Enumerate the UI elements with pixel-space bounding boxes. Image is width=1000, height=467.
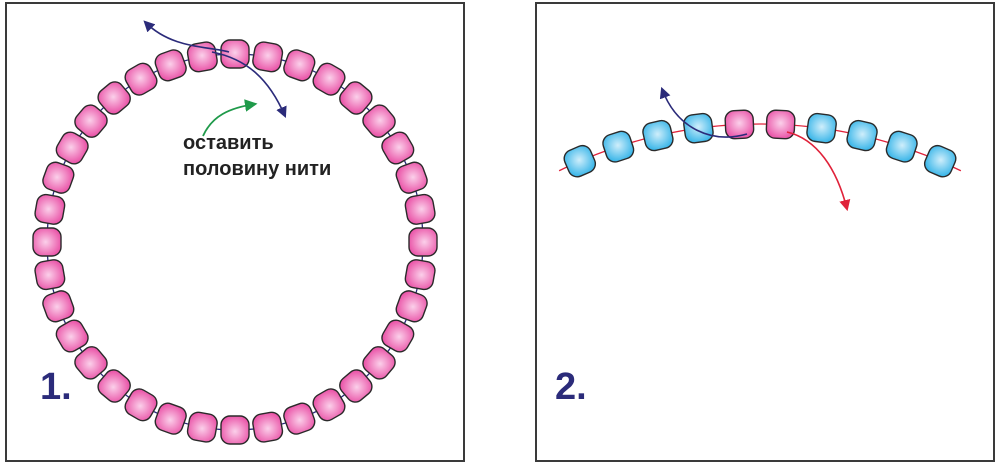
bead xyxy=(186,41,218,73)
bead xyxy=(381,319,415,353)
bead xyxy=(312,388,346,422)
bead xyxy=(563,144,597,178)
bead xyxy=(283,49,316,82)
thread-end-arrow xyxy=(786,131,851,212)
bead xyxy=(395,290,428,323)
thread-ring xyxy=(46,53,424,431)
bead xyxy=(74,104,108,138)
bead xyxy=(381,131,415,165)
thread-end-arrow xyxy=(143,20,230,53)
bead xyxy=(97,81,131,115)
bead xyxy=(42,290,75,323)
bead xyxy=(220,415,250,445)
bead xyxy=(283,402,316,435)
bead xyxy=(55,131,89,165)
bead xyxy=(124,388,158,422)
bead xyxy=(55,319,89,353)
bead xyxy=(642,119,674,152)
bead xyxy=(186,411,218,443)
bead xyxy=(339,369,373,403)
bead xyxy=(34,259,66,291)
bead xyxy=(404,193,436,225)
bead xyxy=(846,119,878,152)
bead xyxy=(362,346,396,380)
bead xyxy=(765,109,796,140)
thread-end-arrow xyxy=(211,51,287,119)
bead xyxy=(923,144,957,178)
bead xyxy=(806,112,837,144)
bead xyxy=(34,193,66,225)
bead xyxy=(885,130,918,163)
bead-arc-diagram xyxy=(558,86,962,212)
bead xyxy=(395,161,428,194)
note-line-2: половину нити xyxy=(183,158,332,180)
note-line-1: оставить xyxy=(183,132,274,154)
bead-ring-diagram xyxy=(32,20,438,445)
bead xyxy=(408,227,438,257)
bead xyxy=(74,346,108,380)
bead xyxy=(404,259,436,291)
bead xyxy=(312,62,346,96)
bead xyxy=(602,130,635,163)
bead xyxy=(683,112,714,144)
bead xyxy=(42,161,75,194)
note-pointer-arrow xyxy=(202,99,258,137)
bead xyxy=(362,104,396,138)
bead xyxy=(154,49,187,82)
bead xyxy=(97,369,131,403)
bead xyxy=(339,81,373,115)
bead xyxy=(252,411,284,443)
thread-end-arrow xyxy=(659,86,748,138)
step-2-panel: 2. xyxy=(535,2,995,462)
bead xyxy=(154,402,187,435)
bead xyxy=(124,62,158,96)
thread-note: оставить половину нити xyxy=(183,130,331,182)
step-2-number: 2. xyxy=(555,366,587,408)
bead xyxy=(252,41,284,73)
bead xyxy=(724,109,755,140)
step-1-panel: оставить половину нити 1. xyxy=(5,2,465,462)
bead xyxy=(32,227,62,257)
step-1-number: 1. xyxy=(40,366,72,408)
